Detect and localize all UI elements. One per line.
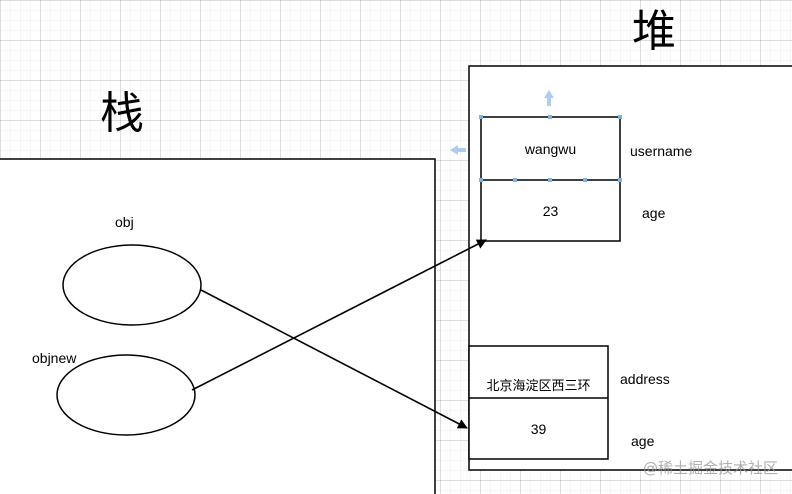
- stack-var-obj-label: obj: [115, 214, 134, 230]
- heap-object-2-age-value: 39: [530, 420, 547, 437]
- selection-handles[interactable]: [450, 90, 554, 155]
- stack-var-obj-ellipse[interactable]: [62, 244, 202, 326]
- heap-object-2-address-value: 北京海淀区西三环: [486, 379, 591, 394]
- heap-object-1[interactable]: [480, 116, 621, 242]
- heap-object-1-age-value: 23: [542, 202, 559, 219]
- heap-object-2[interactable]: [468, 345, 609, 460]
- stack-var-objnew-label: objnew: [32, 350, 77, 366]
- stack-region[interactable]: [0, 158, 436, 494]
- arrow-obj-to-heap-object-2[interactable]: [200, 289, 468, 429]
- rotate-handle-up-icon[interactable]: [544, 90, 554, 106]
- stack-title: 栈: [100, 88, 144, 139]
- heap-object-1-age-key: age: [642, 205, 666, 221]
- heap-object-2-age-key: age: [631, 433, 655, 449]
- stack-var-objnew-ellipse[interactable]: [56, 354, 196, 436]
- rotate-handle-left-icon[interactable]: [450, 145, 466, 155]
- heap-object-1-username-value: wangwu: [524, 140, 577, 157]
- heap-object-1-handles[interactable]: [479, 115, 622, 182]
- heap-object-2-address-key: address: [620, 371, 670, 387]
- heap-title: 堆: [632, 6, 676, 57]
- arrow-objnew-to-heap-object-1[interactable]: [191, 239, 487, 391]
- heap-object-1-username-key: username: [630, 143, 693, 159]
- watermark: @稀土掘金技术社区: [642, 459, 778, 477]
